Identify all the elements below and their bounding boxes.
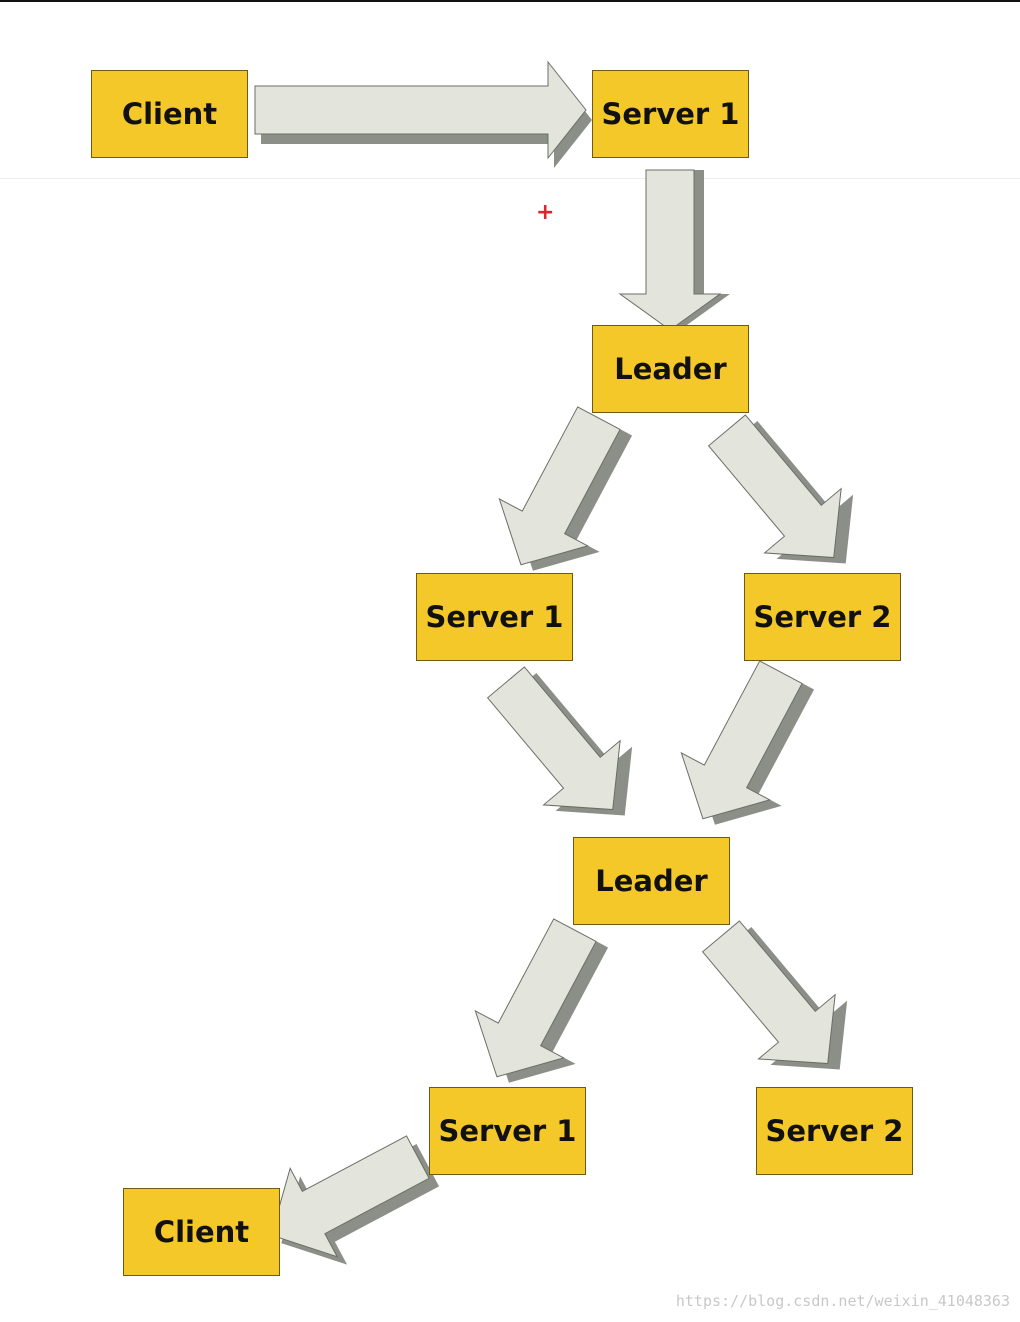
arrow-client-to-server1: [254, 60, 592, 168]
arrow-leader2-to-server1: [452, 906, 632, 1107]
server1-node-bottom: Server 1: [429, 1087, 586, 1175]
arrow-leader1-to-server1: [476, 394, 656, 595]
arrow-leader2-to-server2: [682, 903, 879, 1102]
top-border-line: [0, 0, 1020, 2]
client-node-bottom: Client: [123, 1188, 280, 1276]
client-node-top: Client: [91, 70, 248, 158]
server2-node-mid: Server 2: [744, 573, 901, 661]
leader-node-2: Leader: [573, 837, 730, 925]
server2-node-bottom: Server 2: [756, 1087, 913, 1175]
arrow-leader1-to-server2: [688, 397, 885, 596]
cursor-crosshair-icon: +: [536, 200, 555, 225]
server1-node-top: Server 1: [592, 70, 749, 158]
arrow-server1-to-leader2: [467, 649, 664, 848]
arrow-server2-to-leader2: [658, 648, 838, 849]
watermark-text: https://blog.csdn.net/weixin_41048363: [675, 1292, 1010, 1310]
leader-node-1: Leader: [592, 325, 749, 413]
server1-node-mid: Server 1: [416, 573, 573, 661]
arrow-server1-to-leader: [618, 169, 730, 331]
divider-line: [0, 178, 1020, 179]
